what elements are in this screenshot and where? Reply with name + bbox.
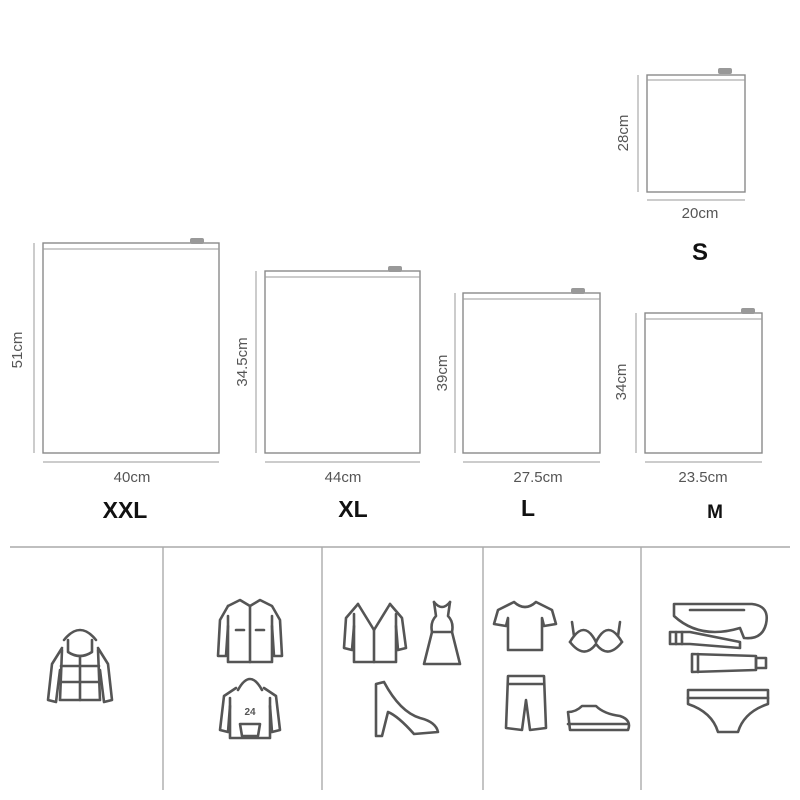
toothbrush-icon (668, 630, 742, 650)
bag-outline (644, 312, 763, 454)
high-heel-shoe-icon (374, 680, 440, 738)
shoe-icon (566, 704, 631, 732)
towel-icon (672, 602, 768, 640)
bag-height-label: 34.5cm (234, 337, 251, 386)
zip-jacket-icon (216, 598, 284, 664)
toothpaste-icon (690, 652, 768, 674)
zipper-pull (388, 266, 402, 272)
hoodie-icon (218, 677, 282, 740)
bag-width-label: 44cm (325, 469, 362, 486)
size-label: S (692, 239, 708, 266)
bag-height-label: 51cm (9, 332, 26, 369)
down-jacket-icon (46, 628, 114, 704)
bag-height-label: 28cm (615, 115, 632, 152)
zipper-pull (190, 238, 204, 244)
underwear-icon (686, 688, 770, 734)
hoodie-number: 24 (244, 707, 256, 718)
size-label: M (707, 502, 723, 523)
bag-width-label: 27.5cm (513, 469, 562, 486)
bag-outline (264, 270, 421, 454)
shorts-icon (504, 674, 548, 732)
bra-icon (568, 620, 624, 653)
bag-width-label: 40cm (114, 469, 151, 486)
bag-height-label: 39cm (434, 355, 451, 392)
bag-height-label: 34cm (613, 364, 630, 401)
bag-m: 34cm 23.5cm M (613, 308, 763, 523)
bag-l: 39cm 27.5cm L (434, 288, 601, 521)
bag-width-label: 23.5cm (678, 469, 727, 486)
bag-xxl: 51cm 40cm XXL (9, 238, 220, 523)
zipper-pull (571, 288, 585, 294)
bag-outline (42, 242, 220, 454)
bag-xl: 34.5cm 44cm XL (234, 266, 421, 522)
zipper-pull (718, 68, 732, 74)
bag-s: 28cm 20cm S (615, 68, 746, 266)
size-label: XXL (103, 497, 148, 523)
size-label: XL (338, 496, 367, 522)
size-label: L (521, 495, 535, 521)
zipper-pull (741, 308, 755, 314)
bag-outline (646, 74, 746, 193)
bag-outline (462, 292, 601, 454)
tshirt-icon (492, 600, 558, 652)
cardigan-icon (342, 602, 408, 664)
bag-width-label: 20cm (682, 205, 719, 222)
dress-icon (422, 600, 462, 666)
